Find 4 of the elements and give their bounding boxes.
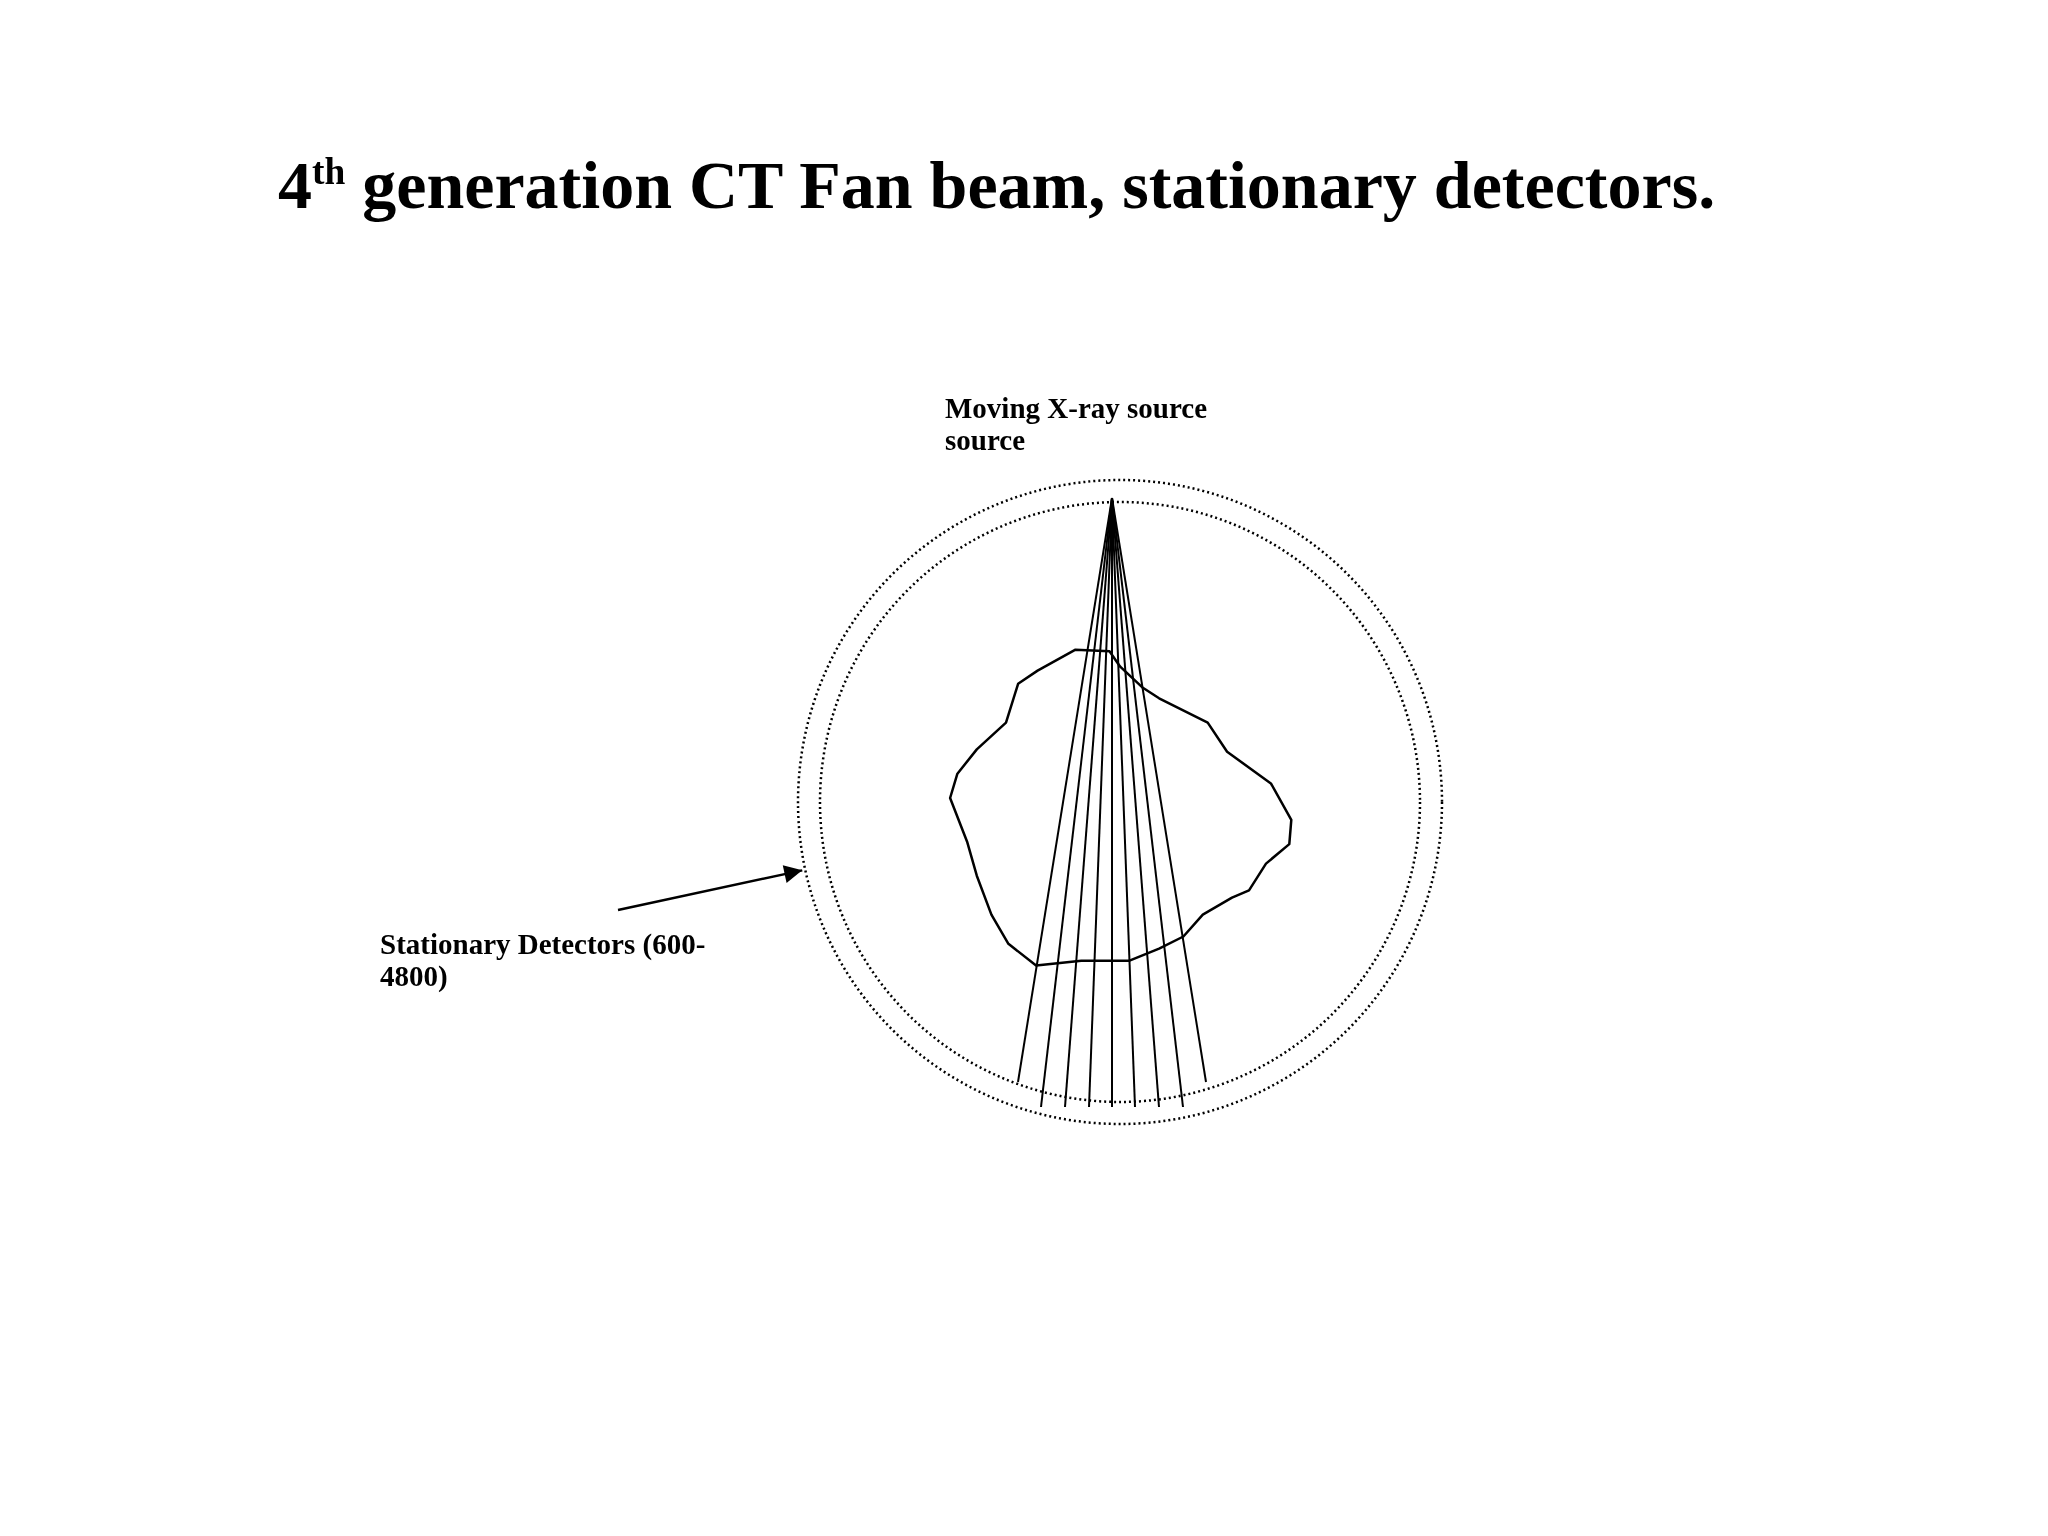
source-label: Moving X-ray source source bbox=[945, 392, 1209, 457]
callout-text: Stationary Detectors (600-4800) bbox=[380, 928, 710, 993]
arrow bbox=[617, 865, 803, 912]
title: 4$^{th}$ generation CT Fan beam, stationary detectors. bbox=[278, 148, 1716, 223]
